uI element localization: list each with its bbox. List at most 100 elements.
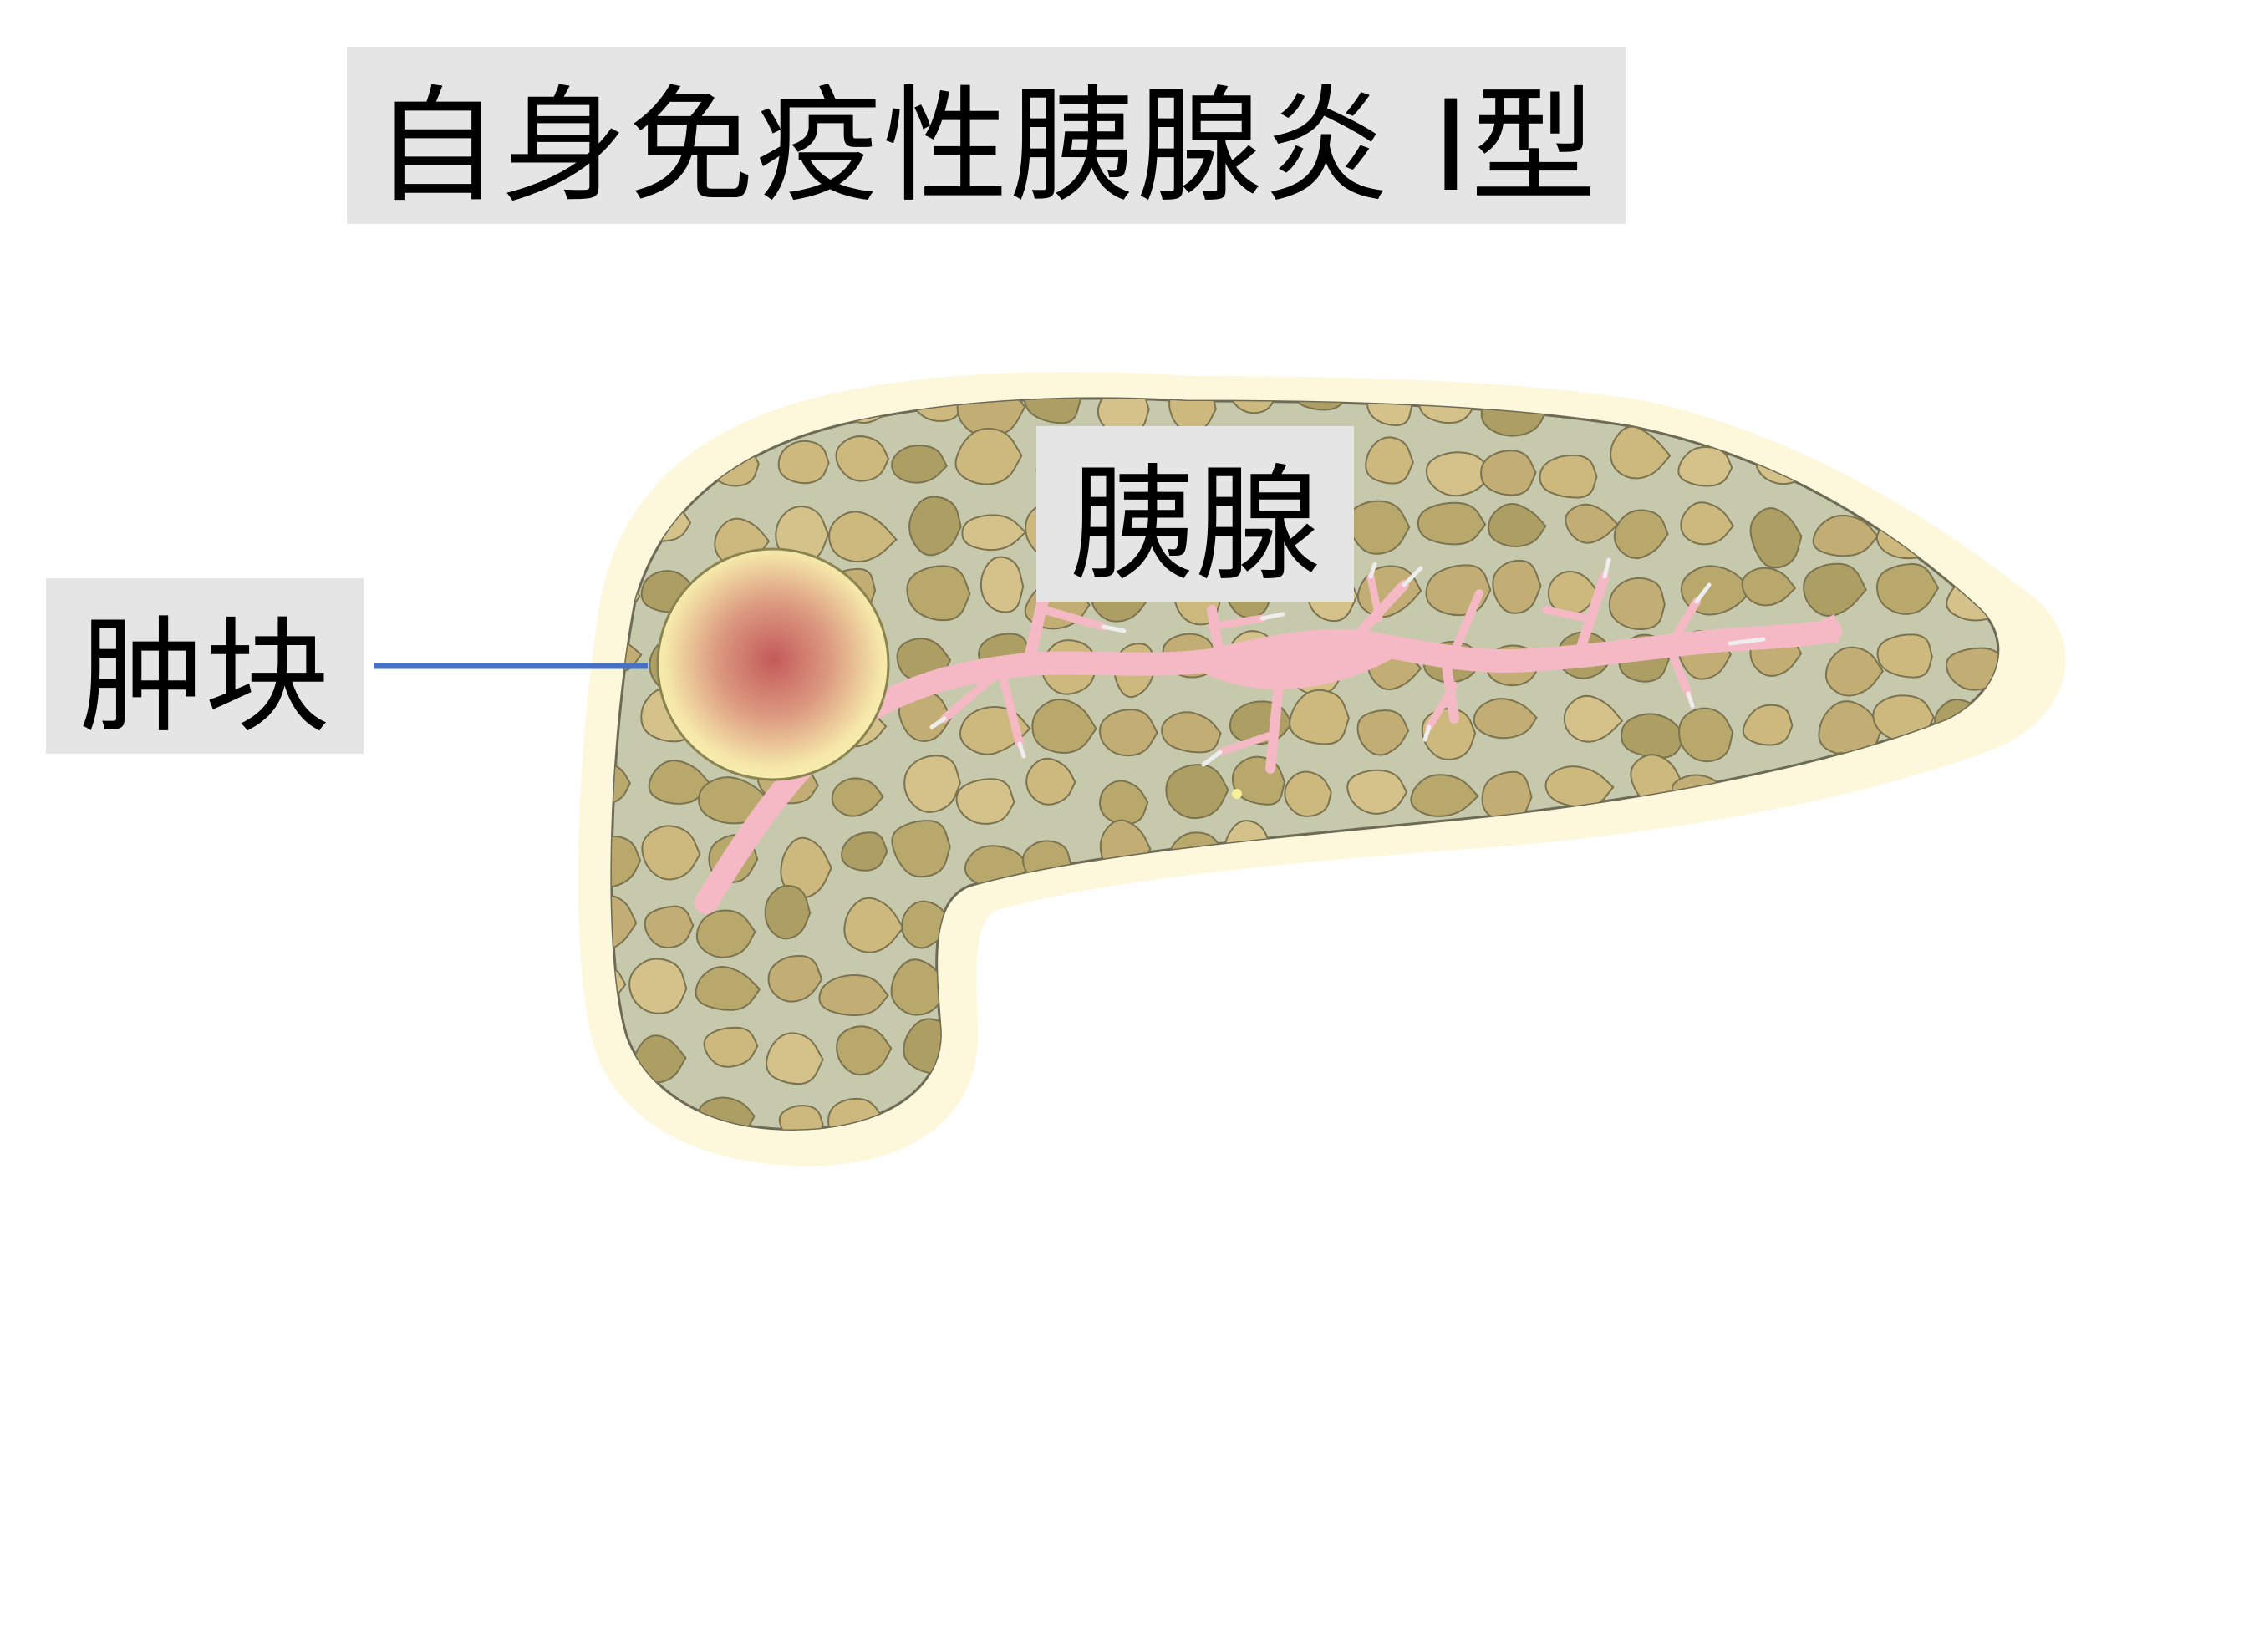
lobule [1475, 1093, 1532, 1130]
lobule [1612, 970, 1674, 1019]
lobule [1543, 842, 1605, 888]
lobule [1822, 893, 1873, 941]
lobule [611, 893, 638, 953]
lobule [1481, 770, 1533, 822]
lobule [1758, 398, 1814, 416]
lobule [1803, 562, 1867, 618]
lobule [828, 511, 898, 563]
lobule [1544, 765, 1615, 808]
lobule [1031, 699, 1097, 754]
lobule [1670, 966, 1734, 1018]
lobule [1885, 821, 1937, 877]
lobule [891, 820, 951, 878]
lobule [1238, 970, 1295, 1011]
lobule [1289, 689, 1350, 745]
lobule [1943, 432, 1998, 491]
lobule [1815, 1095, 1868, 1130]
lobule [1610, 425, 1672, 480]
lobule [836, 1025, 893, 1076]
lobule [777, 440, 830, 485]
lobule [891, 445, 948, 484]
lobule [1285, 1093, 1341, 1130]
lobule [1678, 707, 1734, 763]
lobule [1608, 577, 1666, 630]
lobule [1824, 646, 1885, 697]
lobule [611, 441, 629, 486]
lobule [1621, 713, 1687, 759]
lobule [611, 1094, 632, 1130]
lobule [1222, 1086, 1279, 1130]
lobule [1150, 1088, 1213, 1130]
lobule [1488, 503, 1547, 547]
lobule [1887, 1090, 1938, 1130]
lobule [1095, 907, 1153, 959]
lobule [1748, 838, 1802, 881]
lobule [1485, 953, 1551, 1004]
lobule [644, 905, 695, 948]
mass-lesion [656, 547, 890, 781]
lobule [1607, 907, 1668, 949]
lobule [1544, 971, 1604, 1021]
lobule [1097, 971, 1153, 1024]
lobule [641, 825, 701, 881]
lobule [1097, 398, 1150, 436]
lobule [1479, 897, 1547, 949]
lobule [1814, 398, 1863, 420]
lobule [1164, 1030, 1221, 1085]
lobule [1696, 398, 1743, 424]
lobule [1349, 1037, 1400, 1081]
lobule [1941, 843, 1998, 891]
lobule [695, 909, 756, 958]
lobule [1748, 974, 1814, 1019]
lobule [1888, 910, 1938, 949]
lobule [1677, 904, 1729, 959]
lobule [1812, 514, 1880, 557]
lobule [903, 755, 962, 813]
lobule [1949, 1034, 1998, 1080]
lobule [1941, 962, 1998, 1018]
lobule [1102, 1096, 1167, 1130]
lobule [1158, 968, 1215, 1017]
lobule [1881, 1034, 1946, 1083]
lobule [954, 427, 1023, 485]
lobule [1944, 776, 1997, 820]
lobule [1041, 899, 1101, 947]
lobule [818, 974, 889, 1016]
lobule [1538, 1092, 1600, 1130]
lobule [611, 835, 642, 888]
lobule [1351, 1090, 1404, 1130]
lobule [1741, 567, 1797, 607]
lobule [1099, 709, 1158, 757]
lobule [1680, 501, 1735, 546]
lobule [1817, 967, 1870, 1012]
lobule [1036, 1083, 1101, 1130]
lobule [1688, 831, 1741, 878]
lobule [780, 836, 832, 899]
lobule [695, 398, 758, 423]
lobule [611, 760, 632, 806]
lobule [695, 965, 761, 1011]
lobule [908, 496, 962, 557]
lobule [961, 514, 1027, 552]
lobule [1611, 1090, 1659, 1130]
lobule [906, 565, 971, 622]
lobule [703, 1026, 759, 1068]
lobule [766, 1032, 824, 1085]
lobule [1492, 559, 1542, 614]
lobule [1539, 454, 1598, 499]
lobule [1563, 694, 1624, 743]
lobule [1927, 889, 1994, 950]
lobule [1805, 1016, 1860, 1065]
lobule [1876, 633, 1933, 679]
lobule [1866, 398, 1932, 425]
lobule [1549, 1024, 1615, 1082]
lobule [644, 398, 703, 414]
lobule [1480, 450, 1537, 496]
lobule [1417, 501, 1487, 546]
lobule [1412, 1036, 1473, 1085]
lobule [1233, 906, 1284, 960]
page-title: 自身免疫性胰腺炎 I型 [347, 47, 1626, 224]
lobule [1946, 1079, 1998, 1130]
lobule [1818, 836, 1875, 886]
